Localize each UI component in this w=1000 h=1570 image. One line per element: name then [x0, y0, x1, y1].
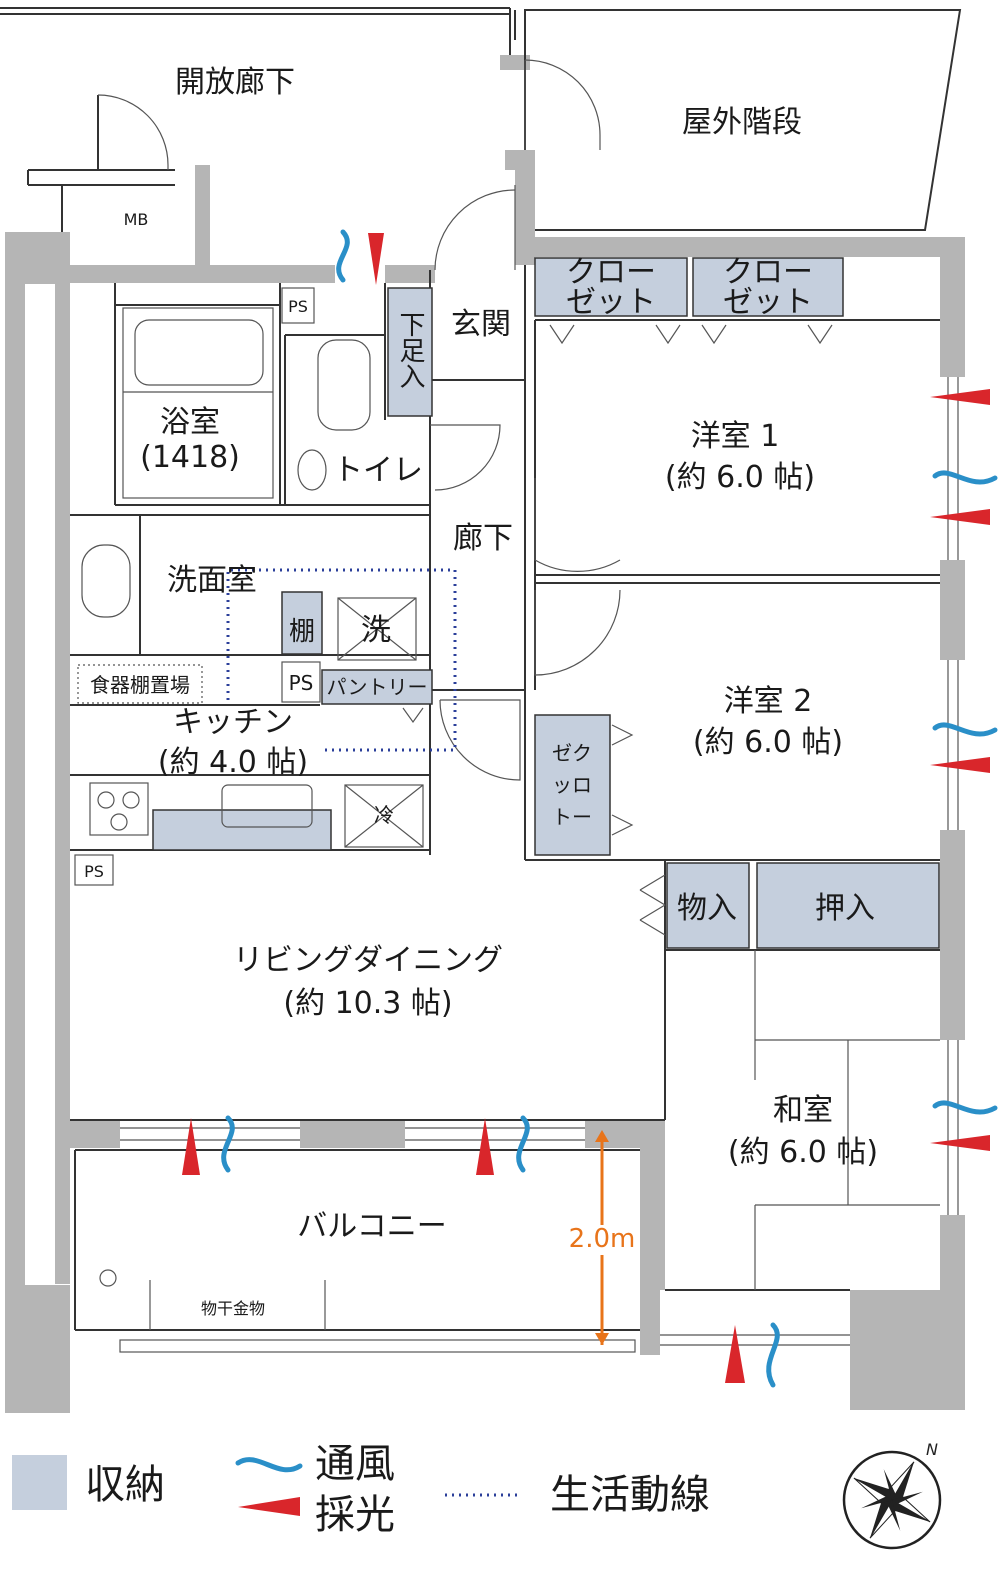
label-wic-line1: ゼク — [552, 741, 592, 765]
legend-route-label: 生活動線 — [550, 1472, 710, 1518]
compass-icon: N — [842, 1440, 942, 1550]
interior-walls — [70, 265, 940, 1353]
fridge-box — [344, 784, 424, 848]
label-closet-1-line2: ゼット — [566, 285, 656, 320]
balcony-depth-dimension — [595, 1130, 609, 1345]
fixtures — [77, 307, 424, 851]
label-closet-2-line2: ゼット — [723, 285, 813, 320]
label-bath-size: (1418) — [140, 440, 240, 475]
label-closet-2-line1: クロー — [723, 255, 813, 290]
wash-basin — [81, 544, 131, 618]
toilet-fixture — [317, 339, 371, 431]
label-pantry: パントリー — [327, 675, 428, 699]
label-dish-shelf: 食器棚置場 — [90, 673, 190, 697]
compass-north-label: N — [926, 1440, 938, 1459]
wind-markers — [221, 229, 998, 1388]
sunlight-markers — [182, 233, 990, 1383]
label-living-size: (約 10.3 帖) — [283, 986, 452, 1021]
label-washer: 洗 — [361, 613, 391, 648]
stove — [89, 782, 149, 836]
label-mb: MB — [124, 210, 149, 229]
label-drying-rack: 物干金物 — [201, 1299, 265, 1318]
label-balcony: バルコニー — [297, 1209, 446, 1244]
legend-sunlight-icon — [238, 1497, 300, 1516]
label-wic-line2: ッロ — [552, 773, 592, 797]
label-western-2: 洋室 2 — [724, 684, 813, 719]
storage-areas — [74, 257, 940, 949]
dish-shelf-box — [77, 664, 203, 704]
open-corridor-area — [0, 7, 530, 265]
label-ps-1: PS — [288, 297, 308, 316]
legend: 収納 通風 採光 生活動線 — [12, 1441, 710, 1538]
washer-box — [337, 597, 417, 661]
legend-storage-label: 収納 — [85, 1462, 165, 1508]
label-ps-2: PS — [289, 671, 314, 695]
label-fridge: 冷 — [374, 803, 394, 827]
label-oshiire: 押入 — [815, 891, 875, 926]
doors — [430, 185, 666, 936]
legend-wind-icon — [235, 1457, 303, 1473]
label-kitchen-size: (約 4.0 帖) — [158, 745, 308, 780]
label-entrance: 玄関 — [451, 307, 511, 342]
label-shelf: 棚 — [289, 617, 315, 647]
label-balcony-depth: 2.0m — [569, 1224, 636, 1254]
label-bath: 浴室 — [160, 405, 220, 440]
label-western-1: 洋室 1 — [691, 419, 780, 454]
label-washroom: 洗面室 — [167, 563, 257, 598]
counter — [152, 809, 332, 851]
label-wic-line3: トー — [552, 805, 592, 829]
label-western-2-size: (約 6.0 帖) — [693, 725, 843, 760]
label-living: リビングダイニング — [233, 943, 503, 978]
outer-walls — [5, 170, 965, 1413]
label-storage: 物入 — [677, 891, 737, 926]
label-geta-storage: 下足入 — [395, 311, 425, 389]
legend-storage-swatch — [12, 1455, 67, 1510]
outdoor-stairs — [505, 9, 962, 231]
label-open-corridor: 開放廊下 — [175, 65, 295, 100]
life-route — [226, 568, 457, 752]
label-closet-1-line1: クロー — [566, 255, 656, 290]
bathtub — [122, 307, 274, 499]
hanger-markers — [402, 324, 833, 836]
sink — [221, 784, 313, 828]
label-ps-3: PS — [84, 862, 104, 881]
label-outdoor-stairs: 屋外階段 — [682, 105, 802, 140]
label-western-1-size: (約 6.0 帖) — [665, 460, 815, 495]
label-toilet: トイレ — [333, 453, 423, 488]
label-japanese-room: 和室 — [773, 1093, 833, 1128]
legend-ventilation-label: 通風 — [315, 1441, 395, 1487]
label-kitchen: キッチン — [173, 705, 293, 740]
label-hallway: 廊下 — [453, 521, 513, 556]
label-japanese-room-size: (約 6.0 帖) — [728, 1135, 878, 1170]
legend-lighting-label: 採光 — [315, 1492, 395, 1538]
